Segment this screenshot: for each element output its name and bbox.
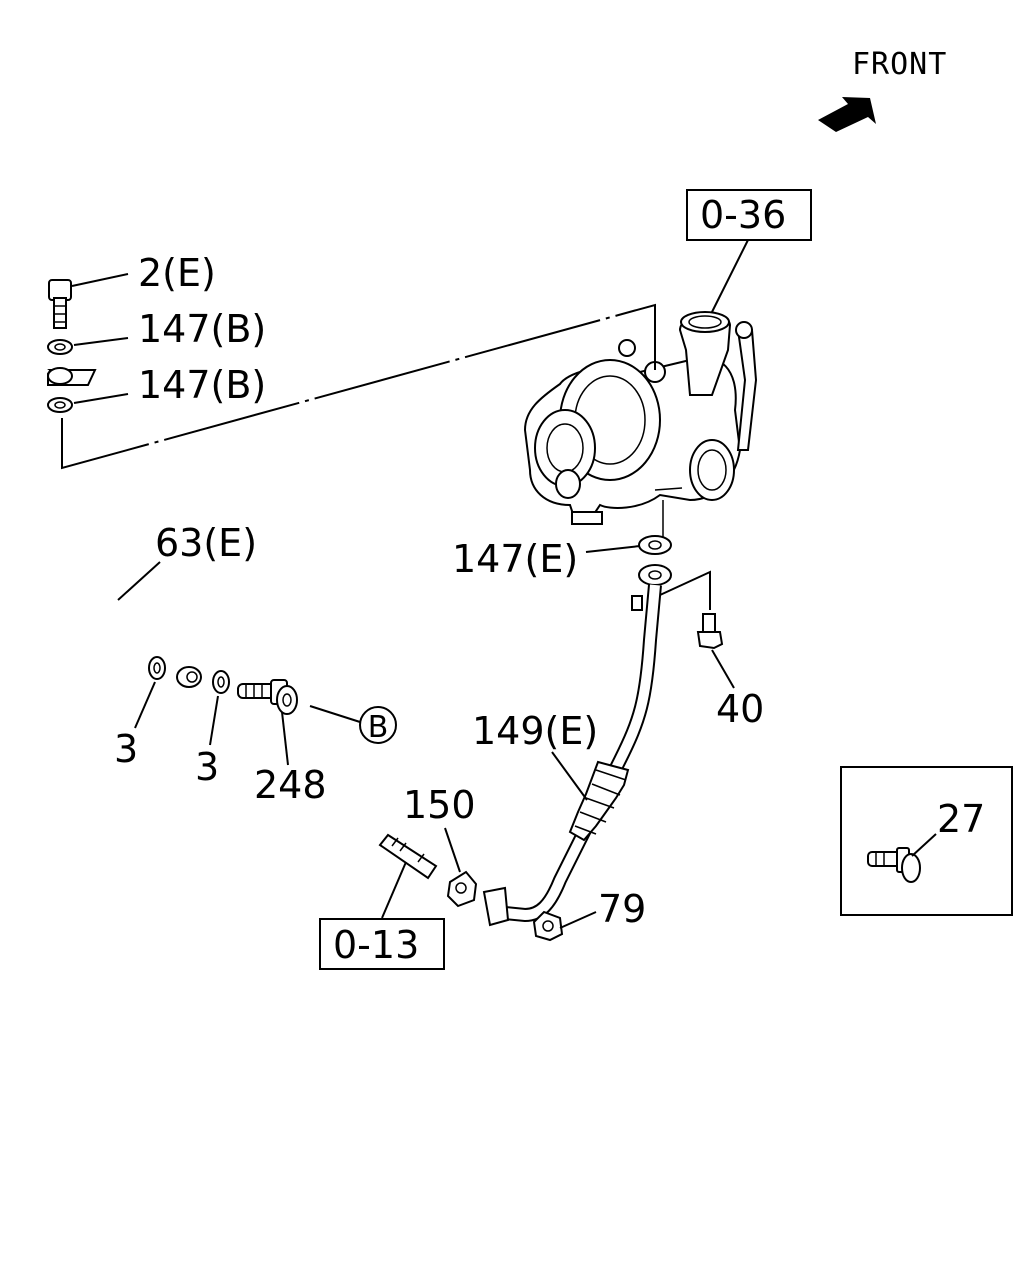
bolt-40-guide bbox=[659, 570, 711, 610]
callout-washer-3a: 3 bbox=[114, 727, 138, 771]
leader-washer-3a bbox=[134, 681, 156, 729]
stud-ref-label: 0-13 bbox=[333, 923, 419, 967]
leader-detail-bolt bbox=[911, 833, 937, 857]
reference-box bbox=[686, 189, 812, 241]
callout-gasket-turbo: 147(E) bbox=[452, 537, 578, 581]
turbocharger-ref-label: 0-36 bbox=[700, 193, 786, 237]
gasket-150[interactable] bbox=[446, 870, 478, 908]
callout-bolt: 2(E) bbox=[138, 251, 216, 295]
washer-3b[interactable] bbox=[212, 670, 230, 694]
leader-eye-bolt bbox=[281, 711, 289, 766]
turbocharger-reference[interactable]: 0-36 bbox=[686, 189, 812, 241]
stud[interactable] bbox=[378, 833, 438, 880]
eye-fitting bbox=[47, 367, 97, 386]
alignment-line bbox=[61, 303, 656, 470]
front-arrow-icon bbox=[818, 97, 876, 132]
callout-return-pipe: 149(E) bbox=[472, 709, 598, 753]
leader-gasket-150 bbox=[444, 827, 461, 873]
callout-eye-bolt: 248 bbox=[254, 763, 327, 807]
callout-washer-upper: 147(B) bbox=[138, 307, 266, 351]
front-label: FRONT bbox=[852, 47, 947, 82]
leader-gasket-turbo bbox=[585, 545, 641, 553]
gasket-turbo-upper[interactable] bbox=[638, 535, 672, 555]
washer-3a[interactable] bbox=[148, 656, 166, 680]
stud-reference-box bbox=[319, 918, 445, 970]
leader-turbo bbox=[711, 239, 749, 313]
circle-ref-label: B bbox=[368, 710, 389, 745]
callout-oil-feed-pipe: 63(E) bbox=[155, 521, 257, 565]
washer-upper[interactable] bbox=[47, 339, 73, 355]
callout-gasket-150: 150 bbox=[403, 783, 476, 827]
circle-reference-b[interactable]: B bbox=[359, 706, 397, 745]
gasket-turbo-lower[interactable] bbox=[638, 564, 672, 586]
detail-box: 27 bbox=[840, 766, 1013, 916]
leader-washer-lower bbox=[73, 393, 129, 404]
stud-reference[interactable]: 0-13 bbox=[319, 918, 445, 970]
leader-stud bbox=[381, 861, 407, 919]
oil-feed-pipe[interactable] bbox=[11, 356, 202, 688]
washer-lower[interactable] bbox=[47, 397, 73, 413]
bolt-40[interactable] bbox=[696, 613, 724, 650]
callout-nut-79: 79 bbox=[598, 887, 646, 931]
front-direction-indicator: FRONT bbox=[818, 47, 947, 132]
bolt-2e[interactable] bbox=[48, 279, 72, 329]
eye-bolt-248[interactable] bbox=[237, 679, 298, 715]
leader-washer-upper bbox=[73, 337, 129, 346]
leader-nut-79 bbox=[559, 911, 597, 929]
turbocharger bbox=[523, 311, 758, 525]
detail-bolt-27[interactable] bbox=[867, 847, 921, 883]
callout-bolt-40: 40 bbox=[716, 687, 764, 731]
leader-feed-pipe bbox=[117, 561, 161, 601]
callout-washer-3b: 3 bbox=[195, 745, 219, 789]
nut-79[interactable] bbox=[532, 910, 564, 942]
leader-washer-3b bbox=[209, 695, 219, 746]
leader-circle-ref bbox=[309, 705, 361, 723]
callout-detail-bolt: 27 bbox=[937, 797, 985, 841]
leader-bolt-40 bbox=[711, 649, 735, 689]
leader-return-pipe bbox=[551, 751, 588, 801]
callout-washer-lower: 147(B) bbox=[138, 363, 266, 407]
oil-return-pipe[interactable] bbox=[482, 584, 662, 927]
leader-bolt bbox=[71, 273, 129, 287]
